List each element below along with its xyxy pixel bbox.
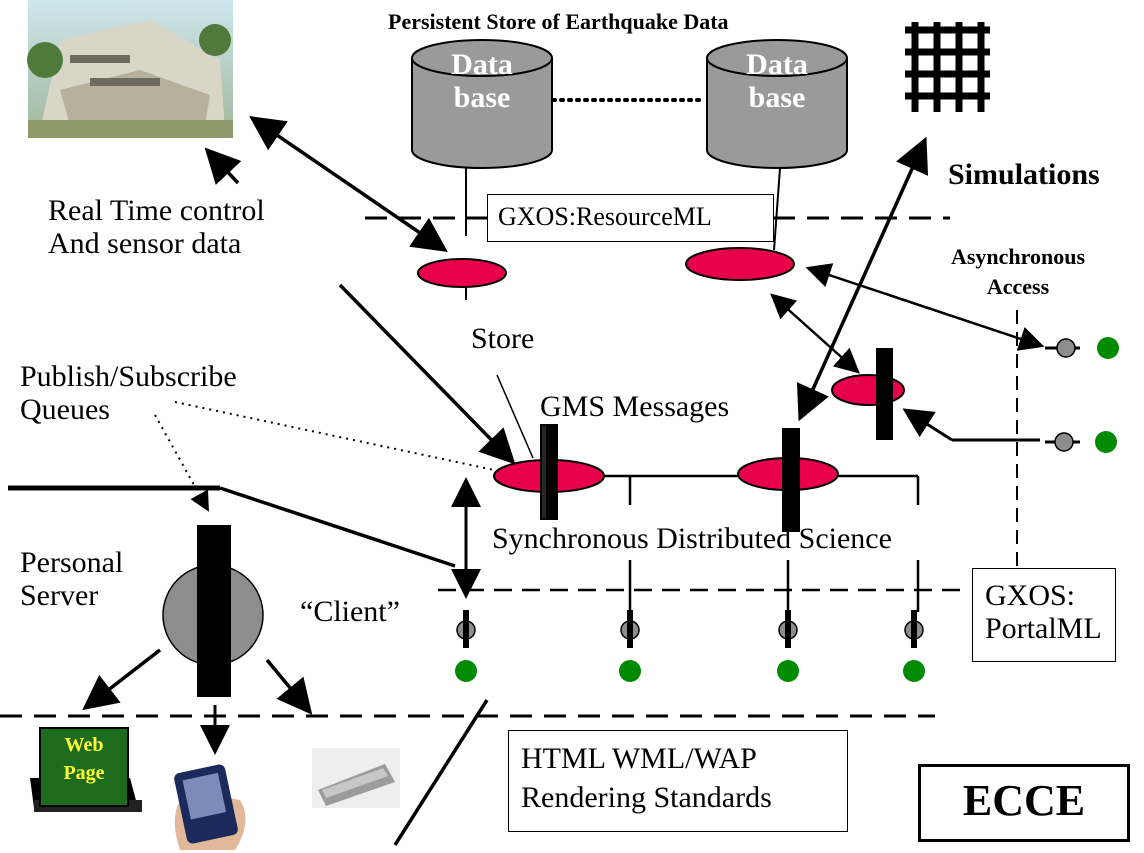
client-node-4 [903,610,925,682]
portalml-box: GXOS: PortalML [972,568,1116,662]
pubsub-pointer-down [154,414,209,512]
async-node-2 [1045,431,1117,453]
earthquake-photo [27,0,233,138]
personal-server-label: Personal Server [20,546,124,612]
store-to-broker-arrow [770,293,860,374]
server-to-keyboard-arrow [265,658,313,715]
rendering-box: HTML WML/WAP Rendering Standards [508,730,848,832]
ecce-label: ECCE [962,776,1086,825]
client-label: “Client” [300,595,400,628]
pda-device [174,764,246,850]
simulations-label: Simulations [948,158,1100,191]
ecce-box: ECCE [918,764,1130,842]
portalml-label: GXOS: PortalML [985,579,1102,645]
async-access-arrow [805,263,1045,351]
async-broker-arrow [902,408,953,442]
broker-bar-1 [540,424,558,520]
left-bus-slope [219,486,456,568]
gms-label: GMS Messages [540,390,730,423]
client-device-line [393,699,489,846]
client-node-2 [619,610,641,682]
webpage-label: Web Page [63,734,105,784]
broker-ellipse-3 [831,374,905,406]
resourceml-box: GXOS:ResourceML [487,194,774,242]
store-ellipse-left [417,258,507,288]
broker-bar-1-highlight [542,426,546,518]
webpage-device [30,727,142,812]
client-node-1 [455,610,477,682]
diagram-title: Persistent Store of Earthquake Data [388,9,729,34]
broker-bar-3 [876,348,893,440]
store-label: Store [471,322,535,355]
resourceml-label: GXOS:ResourceML [498,202,712,231]
pubsub-pointer-right [174,401,534,485]
store-ellipse-right [685,247,795,281]
grid-icon [905,22,990,112]
keyboard-device [312,748,400,808]
personal-server [162,525,264,697]
store-pointer [496,374,534,459]
db-right-connector [773,167,781,251]
realtime-to-photo-arrow [204,147,242,185]
pubsub-label: Publish/Subscribe Queues [20,360,237,426]
database-right-label: Data base [746,48,808,114]
server-to-webpage-arrow [82,648,162,711]
client-node-3 [777,610,799,682]
async-node-1 [1045,337,1119,359]
sync-label: Synchronous Distributed Science [492,522,892,555]
database-left-label: Data base [451,48,513,114]
async-label: Asynchronous Access [950,244,1086,299]
realtime-to-broker-arrow [338,283,516,465]
realtime-label: Real Time control And sensor data [48,194,265,260]
broker-bar-2 [782,428,800,532]
photo-to-store-arrow [249,116,448,252]
rendering-label: HTML WML/WAP Rendering Standards [521,742,772,814]
